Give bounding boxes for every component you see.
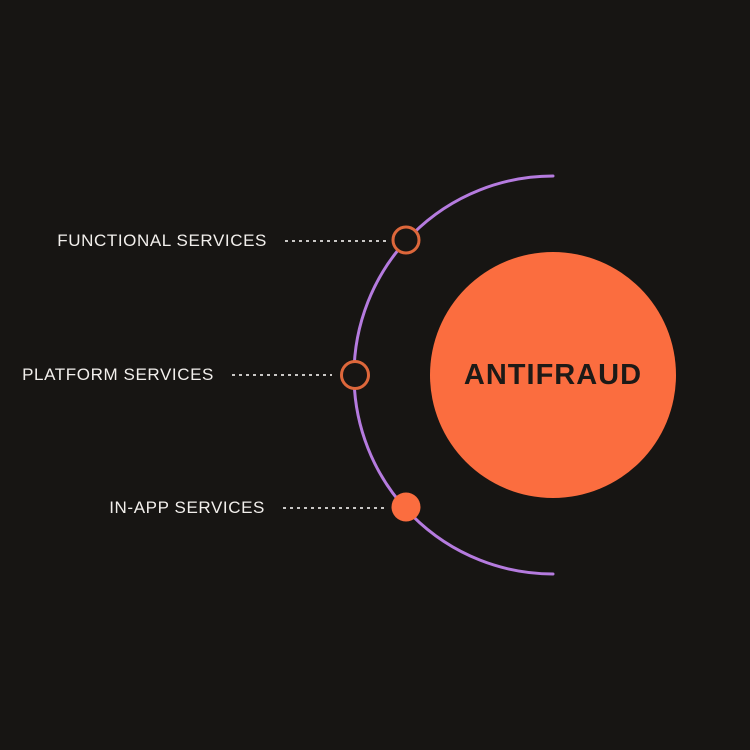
in-app-services-label: IN-APP SERVICES	[109, 498, 265, 517]
in-app-services-connector	[283, 507, 385, 509]
antifraud-title: ANTIFRAUD	[463, 358, 643, 391]
platform-services-connector	[232, 374, 332, 376]
platform-services-node	[340, 360, 370, 390]
antifraud-circle: ANTIFRAUD	[430, 252, 676, 498]
platform-services-row: PLATFORM SERVICES	[22, 365, 332, 385]
functional-services-node	[391, 225, 421, 255]
in-app-services-row: IN-APP SERVICES	[109, 498, 385, 518]
functional-services-row: FUNCTIONAL SERVICES	[57, 231, 388, 251]
functional-services-connector	[285, 240, 388, 242]
in-app-services-node	[391, 492, 421, 522]
functional-services-label: FUNCTIONAL SERVICES	[57, 231, 267, 250]
platform-services-label: PLATFORM SERVICES	[22, 365, 214, 384]
